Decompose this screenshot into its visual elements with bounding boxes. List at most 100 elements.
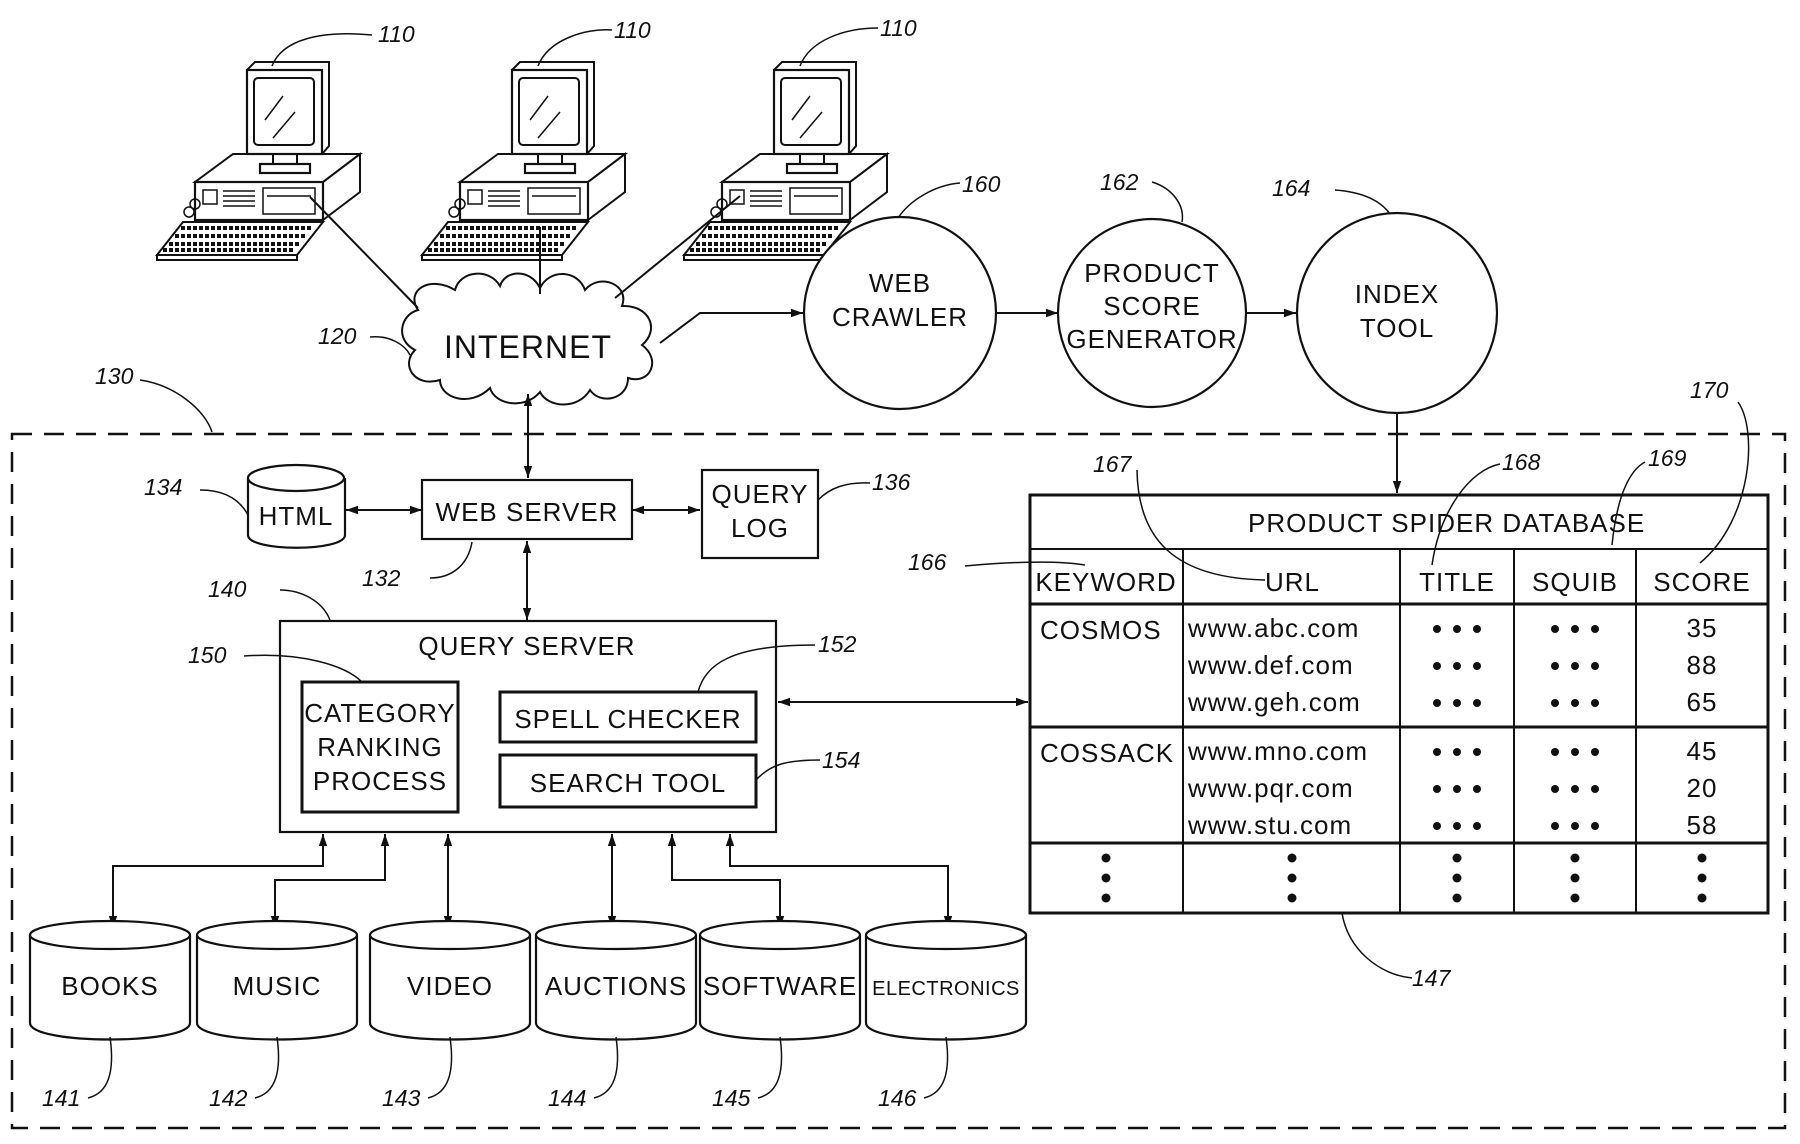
ellipsis-dot xyxy=(1571,662,1579,670)
ref-134: 134 xyxy=(144,474,182,500)
ref-166: 166 xyxy=(908,549,947,575)
ellipsis-dot xyxy=(1571,699,1579,707)
ellipsis-dot xyxy=(1473,699,1481,707)
desktop-computer-icon xyxy=(420,60,627,262)
score-cell: 88 xyxy=(1687,650,1718,680)
url-cell: www.mno.com xyxy=(1187,736,1368,766)
squib-cell xyxy=(1551,785,1599,793)
category-db-links xyxy=(108,834,953,928)
title-cell xyxy=(1433,699,1481,707)
search-tool-label: SEARCH TOOL xyxy=(530,768,726,798)
database-cylinder-icon xyxy=(246,463,347,549)
product-score-generator-node: PRODUCT SCORE GENERATOR 162 xyxy=(1056,169,1248,409)
column-header-title: TITLE xyxy=(1419,567,1495,597)
ref-170: 170 xyxy=(1690,377,1729,403)
ellipsis-dot xyxy=(1473,785,1481,793)
ellipsis-dot xyxy=(1571,625,1579,633)
web-crawler-line-1: WEB xyxy=(869,268,931,298)
category-db-label: SOFTWARE xyxy=(703,971,857,1001)
leader-line xyxy=(757,1036,783,1099)
ellipsis-dot xyxy=(1473,625,1481,633)
ref-136: 136 xyxy=(872,469,911,495)
leader-line xyxy=(964,561,1086,567)
database-cylinder-icon xyxy=(368,919,532,1041)
ref-130: 130 xyxy=(95,363,134,389)
ellipsis-dot xyxy=(1591,822,1599,830)
score-cell: 58 xyxy=(1687,810,1718,840)
squib-cell xyxy=(1551,699,1599,707)
leader-line xyxy=(697,644,816,693)
category-ranking-line-3: PROCESS xyxy=(313,766,447,796)
leader-line xyxy=(923,1036,949,1099)
ellipsis-dot xyxy=(1473,748,1481,756)
url-cell: www.def.com xyxy=(1187,650,1354,680)
url-cell: www.pqr.com xyxy=(1187,773,1354,803)
leader-line xyxy=(755,759,821,781)
leader-line xyxy=(271,33,373,67)
leader-line xyxy=(1611,461,1646,546)
ref-152: 152 xyxy=(818,631,857,657)
score-cell: 20 xyxy=(1687,773,1718,803)
ref-141: 141 xyxy=(42,1085,80,1111)
column-header-keyword: KEYWORD xyxy=(1035,567,1176,597)
ellipsis-dot xyxy=(1433,699,1441,707)
ref-154: 154 xyxy=(822,747,860,773)
database-cylinder-icon xyxy=(195,919,359,1041)
database-cylinder-icon xyxy=(534,919,698,1041)
title-cell xyxy=(1433,785,1481,793)
ref-150: 150 xyxy=(188,642,227,668)
vertical-ellipsis-icon xyxy=(1287,853,1297,903)
ref-120: 120 xyxy=(318,323,357,349)
title-cell xyxy=(1433,625,1481,633)
squib-cell xyxy=(1551,625,1599,633)
query-log-line-2: LOG xyxy=(731,513,789,543)
table-row: www.stu.com 58 xyxy=(1187,810,1718,840)
index-tool-line-1: INDEX xyxy=(1355,279,1439,309)
ellipsis-dot xyxy=(1453,748,1461,756)
category-db-label: AUCTIONS xyxy=(545,971,687,1001)
web-server-label: WEB SERVER xyxy=(436,497,619,527)
title-cell xyxy=(1433,748,1481,756)
ellipsis-dot xyxy=(1453,699,1461,707)
ellipsis-dot xyxy=(1433,662,1441,670)
client-computer-1: 110 xyxy=(155,21,415,262)
ref-110-a: 110 xyxy=(378,21,415,47)
product-score-line-2: SCORE xyxy=(1103,291,1200,321)
leader-line xyxy=(799,27,879,67)
category-databases: BOOKS141MUSIC142VIDEO143AUCTIONS144SOFTW… xyxy=(28,919,1028,1111)
html-label: HTML xyxy=(259,501,334,531)
ellipsis-dot xyxy=(1591,748,1599,756)
keyword-cell: COSSACK xyxy=(1040,738,1174,768)
ellipsis-dot xyxy=(1591,662,1599,670)
internet-cloud: INTERNET 120 xyxy=(318,272,654,406)
leader-line xyxy=(87,1036,113,1099)
ref-143: 143 xyxy=(382,1085,421,1111)
title-cell xyxy=(1433,822,1481,830)
leader-line xyxy=(1699,401,1750,564)
leader-line xyxy=(279,589,331,621)
ellipsis-dot xyxy=(1551,699,1559,707)
ref-142: 142 xyxy=(209,1085,248,1111)
ref-132: 132 xyxy=(362,565,401,591)
leader-line xyxy=(897,182,961,219)
category-ranking-process: CATEGORY RANKING PROCESS 150 xyxy=(188,642,460,814)
ref-140: 140 xyxy=(208,576,247,602)
ellipsis-dot xyxy=(1551,662,1559,670)
url-cell: www.stu.com xyxy=(1187,810,1352,840)
ref-160: 160 xyxy=(962,171,1001,197)
search-tool: SEARCH TOOL 154 xyxy=(498,747,860,809)
ellipsis-dot xyxy=(1453,785,1461,793)
query-server-label: QUERY SERVER xyxy=(418,631,635,661)
ref-164: 164 xyxy=(1272,175,1310,201)
leader-line xyxy=(139,379,213,433)
ellipsis-dot xyxy=(1433,785,1441,793)
ellipsis-dot xyxy=(1571,748,1579,756)
ellipsis-dot xyxy=(1433,625,1441,633)
category-db-label: VIDEO xyxy=(407,971,493,1001)
leader-line xyxy=(427,1036,453,1099)
